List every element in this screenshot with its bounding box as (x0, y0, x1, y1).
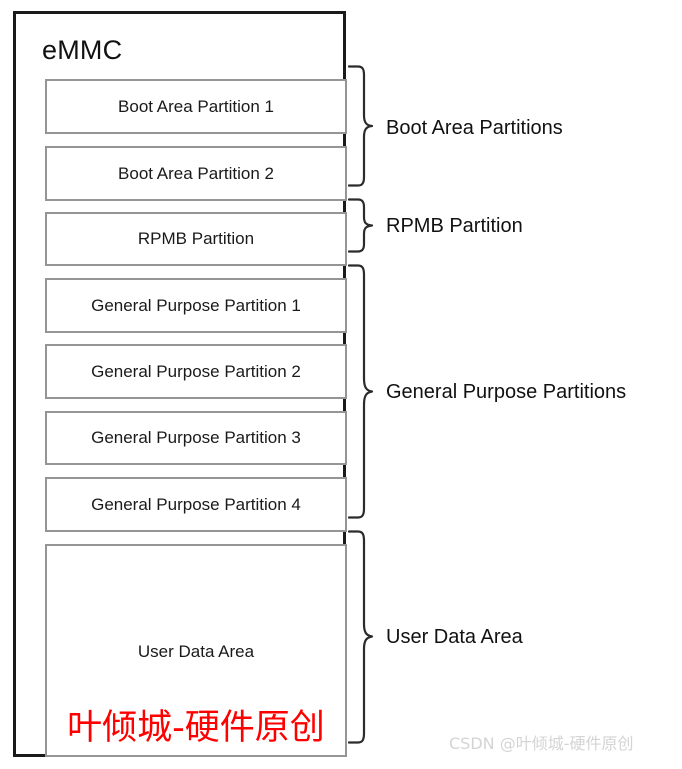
brace-user-data-area (348, 530, 374, 744)
partition-box-boot-area-partition-1: Boot Area Partition 1 (45, 79, 347, 134)
partition-box-boot-area-partition-2: Boot Area Partition 2 (45, 146, 347, 201)
group-label-user-data-area: User Data Area (386, 626, 523, 648)
partition-box-general-purpose-partition-4: General Purpose Partition 4 (45, 477, 347, 532)
csdn-watermark: CSDN @叶倾城-硬件原创 (449, 734, 634, 753)
partition-label: General Purpose Partition 2 (91, 361, 301, 381)
partition-box-rpmb-partition: RPMB Partition (45, 212, 347, 266)
partition-label: General Purpose Partition 4 (91, 494, 301, 514)
partition-label: General Purpose Partition 3 (91, 428, 301, 447)
page-title: eMMC (42, 35, 123, 65)
group-label-boot-area-partitions: Boot Area Partitions (386, 117, 563, 139)
partition-label: Boot Area Partition 1 (118, 96, 274, 116)
partition-box-general-purpose-partition-2: General Purpose Partition 2 (45, 344, 347, 399)
partition-label: User Data Area (137, 642, 255, 661)
group-label-general-purpose-partitions: General Purpose Partitions (386, 381, 627, 403)
partition-label: Boot Area Partition 2 (118, 163, 274, 183)
red-watermark: 叶倾城-硬件原创 (67, 708, 325, 748)
partition-label: RPMB Partition (137, 229, 255, 248)
brace-general-purpose-partitions (348, 264, 374, 519)
brace-boot-area-partitions (348, 65, 374, 187)
group-label-rpmb-partition: RPMB Partition (386, 215, 523, 237)
partition-box-general-purpose-partition-3: General Purpose Partition 3 (45, 411, 347, 465)
partition-box-user-data-area: User Data Area 叶倾城-硬件原创 (45, 544, 347, 757)
brace-rpmb-partition (348, 198, 374, 253)
partition-label: General Purpose Partition 1 (91, 295, 301, 315)
emmc-container: eMMC Boot Area Partition 1 Boot Area Par… (13, 11, 347, 757)
partition-box-general-purpose-partition-1: General Purpose Partition 1 (45, 278, 347, 333)
